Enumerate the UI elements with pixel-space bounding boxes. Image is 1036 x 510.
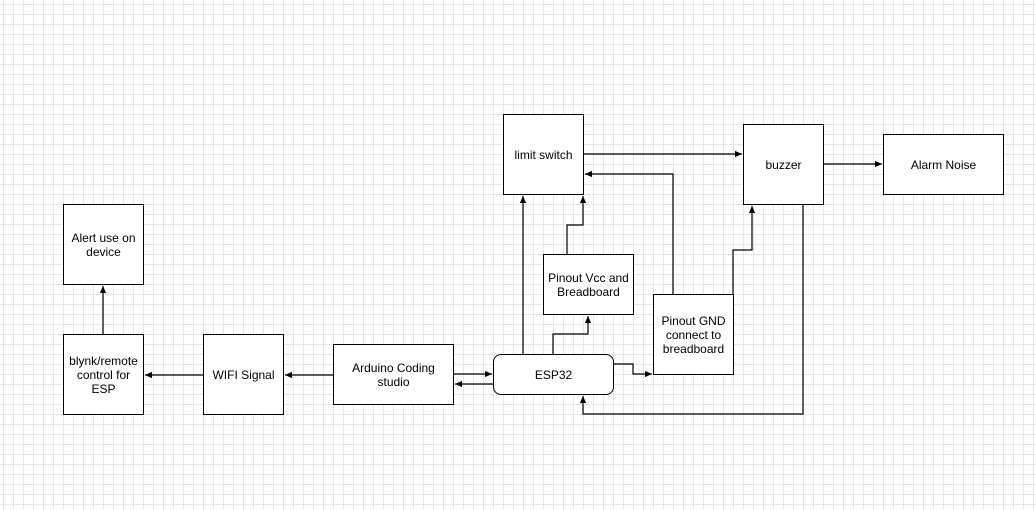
edge-pinout-vcc-to-limit-switch [566, 196, 587, 254]
node-wifi-signal: WIFI Signal [203, 334, 284, 415]
edge-pinout-gnd-to-buzzer [732, 206, 756, 294]
node-blynk-remote-control: blynk/remote control for ESP [63, 334, 144, 415]
node-buzzer: buzzer [743, 124, 824, 205]
node-label: Alert use on device [71, 230, 136, 259]
node-label: Arduino Coding studio [352, 360, 435, 389]
node-alert-use-on-device: Alert use on device [63, 204, 144, 285]
node-label: WIFI Signal [212, 367, 275, 382]
node-label: blynk/remote control for ESP [69, 353, 138, 396]
node-arduino-coding-studio: Arduino Coding studio [333, 344, 454, 405]
node-esp32: ESP32 [493, 354, 614, 395]
node-label: Pinout Vcc and Breadboard [548, 270, 629, 299]
node-label: limit switch [514, 147, 573, 162]
node-label: ESP32 [534, 367, 573, 382]
node-alarm-noise: Alarm Noise [883, 134, 1004, 195]
node-pinout-vcc-breadboard: Pinout Vcc and Breadboard [543, 254, 634, 315]
edge-pinout-gnd-to-limit-switch [585, 170, 674, 294]
node-limit-switch: limit switch [503, 114, 584, 195]
node-pinout-gnd-breadboard: Pinout GND connect to breadboard [653, 294, 734, 375]
edge-buzzer-to-esp32 [579, 204, 804, 415]
edge-esp32-to-pinout-gnd [613, 363, 652, 378]
node-label: Alarm Noise [910, 157, 977, 172]
node-label: buzzer [765, 157, 802, 172]
node-label: Pinout GND connect to breadboard [661, 313, 726, 356]
edge-esp32-to-pinout-vcc [552, 316, 592, 354]
